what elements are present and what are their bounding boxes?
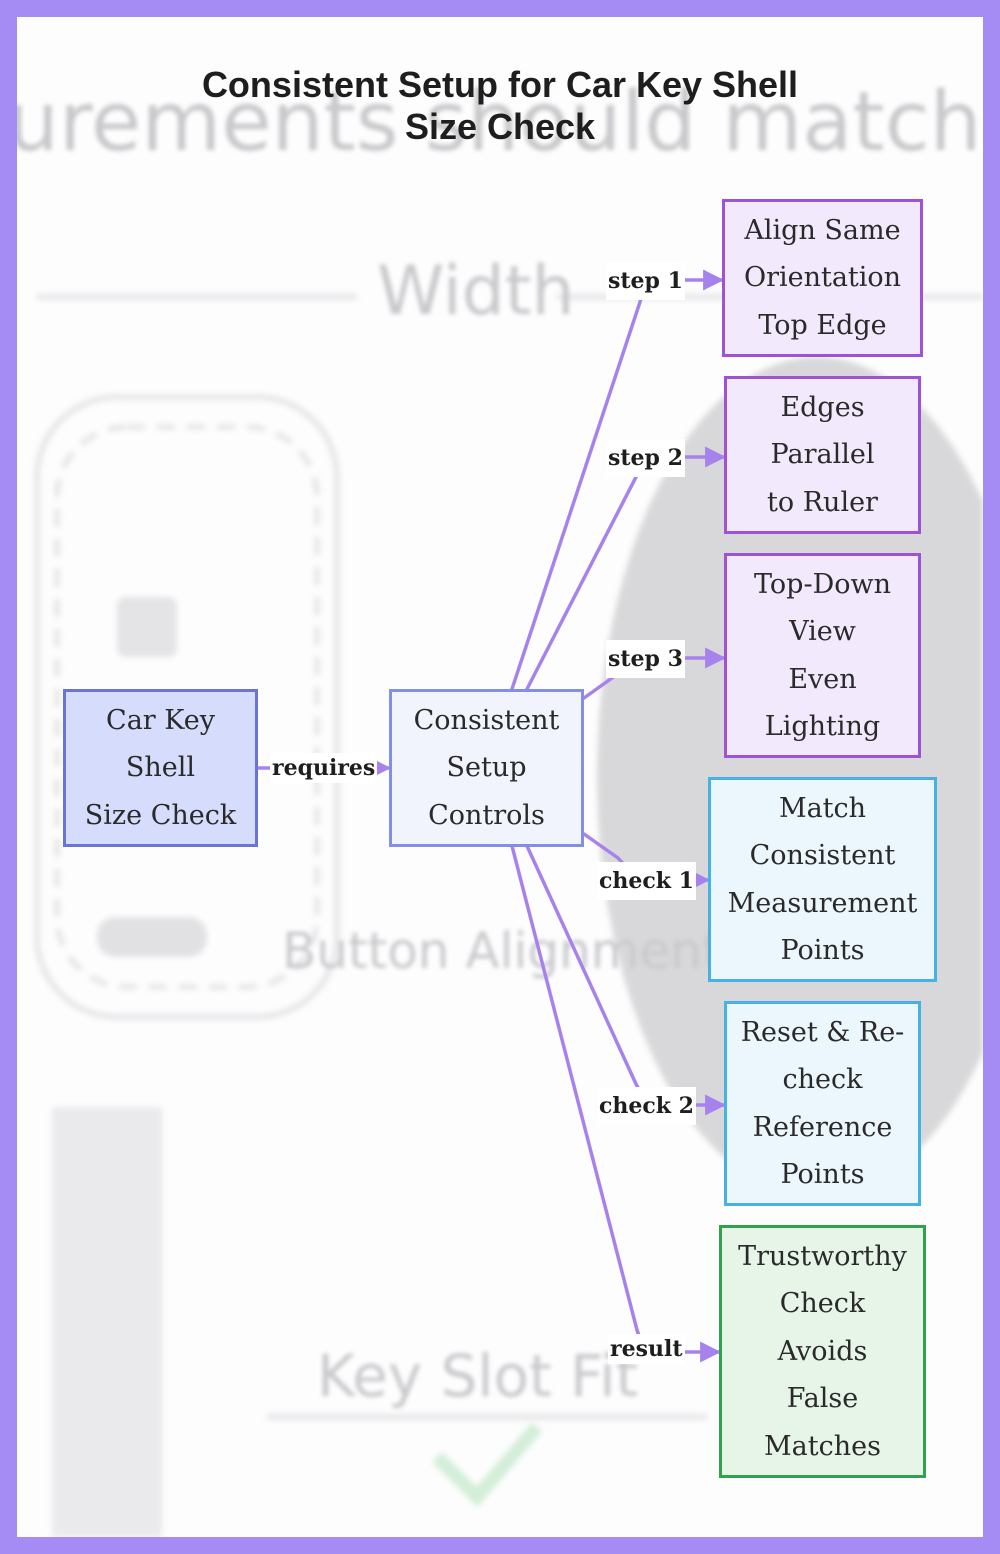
node-step-2-edges-parallel[interactable]: Edges Parallel to Ruler: [724, 376, 921, 534]
node-step-3-top-down-view[interactable]: Top-Down View Even Lighting: [724, 553, 921, 758]
node-text-line: Reset & Re-: [740, 1016, 905, 1048]
node-text-line: Measurement: [727, 887, 918, 919]
diagram-title-line-2: Size Check: [404, 106, 596, 147]
node-text-line: Matches: [764, 1430, 881, 1462]
node-text-line: Consistent: [749, 840, 896, 871]
node-step-1-align-orientation[interactable]: Align Same Orientation Top Edge: [722, 199, 923, 357]
diagram-title-line-1: Consistent Setup for Car Key Shell: [201, 64, 799, 105]
node-text-line: Consistent: [413, 704, 560, 736]
node-text-line: Edges: [780, 391, 865, 423]
edge-label-check-1: check 1: [597, 862, 696, 900]
background-lock-icon: [117, 597, 177, 657]
edge-label-step-2: step 2: [606, 439, 685, 477]
node-text-line: Setup: [446, 752, 527, 784]
node-result-trustworthy-check[interactable]: Trustworthy Check Avoids False Matches: [719, 1225, 926, 1478]
node-text-line: False: [786, 1383, 859, 1415]
node-text-line: Car Key: [106, 704, 215, 736]
node-text-line: Trustworthy: [738, 1240, 907, 1272]
node-text-line: Points: [780, 935, 865, 966]
edge-label-requires: requires: [270, 753, 378, 783]
node-text-line: Shell: [125, 752, 196, 784]
node-text-line: to Ruler: [767, 486, 878, 518]
edge-label-result: result: [608, 1334, 685, 1364]
background-car-icon: [97, 917, 207, 957]
node-text-line: Check: [779, 1288, 866, 1320]
background-key-fob-outline: [34, 394, 340, 1020]
node-text-line: Parallel: [770, 439, 875, 471]
background-key-blade: [52, 1107, 162, 1537]
node-text-line: Align Same: [744, 214, 901, 246]
background-key-fob-stitching: [54, 424, 320, 990]
node-text-line: Even: [788, 663, 857, 695]
node-text-line: Points: [780, 1159, 865, 1190]
node-text-line: Controls: [428, 799, 545, 831]
background-text-top: urements should match c: [17, 75, 983, 170]
node-text-line: Top-Down: [754, 568, 891, 600]
node-text-line: Size Check: [84, 799, 237, 831]
node-text-line: Avoids: [777, 1335, 868, 1367]
edge-step-1: [510, 269, 725, 691]
edge-label-check-2: check 2: [597, 1087, 696, 1125]
node-text-line: Top Edge: [758, 309, 887, 341]
background-check-mark: [432, 1422, 543, 1508]
node-check-2-reference-points[interactable]: Reset & Re- check Reference Points: [724, 1001, 921, 1206]
node-text-line: check: [782, 1064, 863, 1095]
node-text-line: View: [789, 616, 856, 647]
background-text-width: Width: [377, 252, 575, 331]
diagram-title: Consistent Setup for Car Key Shell Size …: [0, 64, 1000, 148]
edge-label-step-3: step 3: [606, 640, 685, 678]
background-text-button: Button Alignment: [282, 922, 722, 980]
node-text-line: Match: [778, 792, 867, 824]
node-text-line: Lighting: [764, 711, 881, 742]
node-text-line: Orientation: [743, 262, 902, 294]
node-car-key-shell-size-check[interactable]: Car Key Shell Size Check: [63, 689, 258, 847]
node-text-line: Reference: [752, 1111, 893, 1143]
background-text-slot: Key Slot Fit: [317, 1342, 639, 1410]
node-consistent-setup-controls[interactable]: Consistent Setup Controls: [389, 689, 584, 847]
node-check-1-measurement-points[interactable]: Match Consistent Measurement Points: [708, 777, 937, 982]
edge-label-step-1: step 1: [606, 262, 685, 300]
